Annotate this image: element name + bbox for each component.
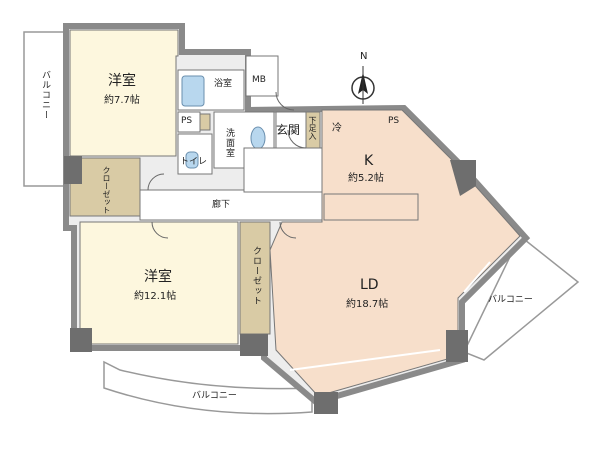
fridge-label: 冷: [332, 123, 342, 134]
ps-left-label: PS: [181, 116, 193, 126]
pillar: [450, 160, 476, 196]
bedroom-bottom-name: 洋室: [144, 269, 172, 285]
closet-mid-label: クローゼット: [251, 246, 261, 306]
living-name: LD: [360, 277, 379, 293]
bathtub: [181, 75, 205, 107]
shoe-storage-label: 下足入: [308, 116, 317, 140]
bathroom-label: 浴室: [214, 79, 233, 89]
pillar: [446, 330, 468, 362]
closet-top-label: クローゼット: [102, 166, 111, 214]
bedroom-bottom-area: 約12.1帖: [134, 291, 177, 302]
corridor-label: 廊下: [212, 200, 231, 210]
balcony-bottom-label: バルコニー: [192, 391, 237, 401]
pillar: [70, 328, 92, 352]
mb-label: MB: [252, 75, 266, 85]
balcony-right: [462, 234, 580, 361]
balcony-bottom: [103, 360, 313, 415]
door-swing: [275, 91, 295, 111]
balcony-right-label: バルコニー: [488, 295, 533, 305]
closet-mid: [239, 221, 271, 335]
pillar: [64, 156, 82, 184]
entrance-label: 玄関: [276, 123, 301, 137]
north-label: N: [360, 51, 368, 62]
corridor-upper: [243, 147, 323, 193]
window: [463, 261, 491, 293]
ps-left-fixture: [199, 113, 211, 131]
corridor: [139, 189, 323, 221]
door-swing: [287, 129, 307, 149]
ps-right-label: PS: [388, 116, 400, 126]
door-swing: [151, 221, 169, 239]
toilet-label: トイレ: [180, 157, 208, 167]
bedroom-top: [69, 29, 179, 157]
wash-basin: [250, 126, 266, 150]
toilet-bowl: [185, 151, 199, 169]
window: [289, 349, 441, 371]
balcony-left: [23, 31, 67, 187]
balcony-left-label: バルコニー: [40, 70, 50, 120]
bedroom-top-name: 洋室: [108, 73, 136, 89]
living-area: 約18.7帖: [346, 299, 389, 310]
door-swing: [147, 173, 165, 191]
kitchen-name: K: [364, 153, 374, 169]
kitchen-counter: [323, 193, 419, 221]
bedroom-bottom: [79, 221, 239, 345]
bedroom-top-area: 約7.7帖: [104, 95, 140, 106]
mb-box: [245, 55, 279, 97]
pillar: [314, 392, 338, 414]
kitchen-area: 約5.2帖: [348, 173, 384, 184]
pillar: [240, 334, 268, 356]
washroom-label: 洗面室: [224, 128, 234, 158]
door-swing: [279, 221, 297, 239]
